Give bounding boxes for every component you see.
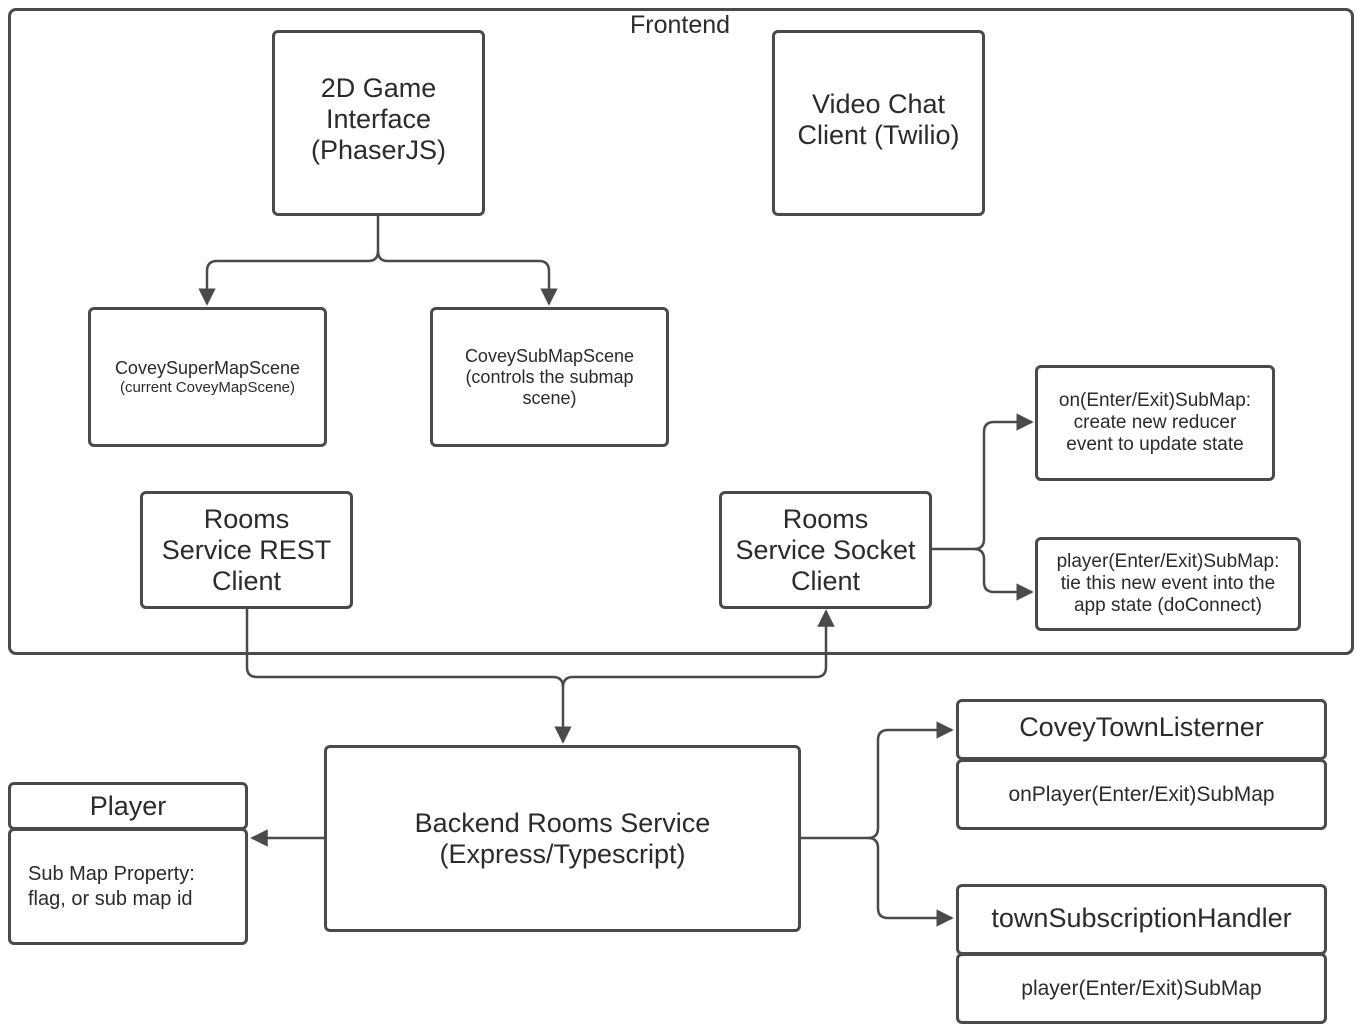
game-interface-box: 2D Game Interface (PhaserJS) <box>272 30 485 216</box>
video-chat-box: Video Chat Client (Twilio) <box>772 30 985 216</box>
listener-method: onPlayer(Enter/Exit)SubMap <box>1008 782 1275 806</box>
rest-client-box: Rooms Service REST Client <box>140 491 353 609</box>
super-map-scene-note: (current CoveyMapScene) <box>119 378 296 396</box>
socket-client-box: Rooms Service Socket Client <box>719 491 932 609</box>
on-enter-exit-label: on(Enter/Exit)SubMap: create new reducer… <box>1058 390 1252 455</box>
frontend-container <box>8 8 1354 655</box>
player-title: Player <box>89 790 167 821</box>
rest-client-label: Rooms Service REST Client <box>161 503 332 596</box>
super-map-scene-box: CoveySuperMapScene (current CoveyMapScen… <box>88 307 327 447</box>
handler-method-box: player(Enter/Exit)SubMap <box>956 953 1327 1024</box>
game-interface-label: 2D Game Interface (PhaserJS) <box>310 73 447 165</box>
handler-title: townSubscriptionHandler <box>991 903 1292 933</box>
frontend-title: Frontend <box>629 11 731 39</box>
listener-title-box: CoveyTownListerner <box>956 699 1327 760</box>
backend-rooms-service-label: Backend Rooms Service (Express/Typescrip… <box>414 807 711 869</box>
connector-backend-to-listeners <box>800 721 954 840</box>
sub-map-scene-box: CoveySubMapScene (controls the submap sc… <box>430 307 669 447</box>
super-map-scene-label: CoveySuperMapScene <box>114 357 301 378</box>
handler-method: player(Enter/Exit)SubMap <box>1021 976 1262 1000</box>
player-enter-exit-box: player(Enter/Exit)SubMap: tie this new e… <box>1035 537 1301 631</box>
player-property-label: Sub Map Property: flag, or sub map id <box>28 862 195 910</box>
handler-title-box: townSubscriptionHandler <box>956 884 1327 955</box>
player-property-box: Sub Map Property: flag, or sub map id <box>8 828 248 945</box>
player-enter-exit-label: player(Enter/Exit)SubMap: tie this new e… <box>1056 551 1280 616</box>
listener-method-box: onPlayer(Enter/Exit)SubMap <box>956 759 1327 830</box>
player-title-box: Player <box>8 782 248 830</box>
listener-title: CoveyTownListerner <box>1019 712 1264 742</box>
connector-clients-to-backend <box>245 609 572 744</box>
connector-socket-to-handlers <box>932 413 1034 551</box>
socket-client-label: Rooms Service Socket Client <box>735 503 916 596</box>
backend-rooms-service-box: Backend Rooms Service (Express/Typescrip… <box>324 745 801 932</box>
connector-game-to-scenes <box>198 215 380 306</box>
on-enter-exit-box: on(Enter/Exit)SubMap: create new reducer… <box>1035 365 1275 481</box>
video-chat-label: Video Chat Client (Twilio) <box>797 89 960 150</box>
sub-map-scene-label: CoveySubMapScene (controls the submap sc… <box>464 346 635 408</box>
